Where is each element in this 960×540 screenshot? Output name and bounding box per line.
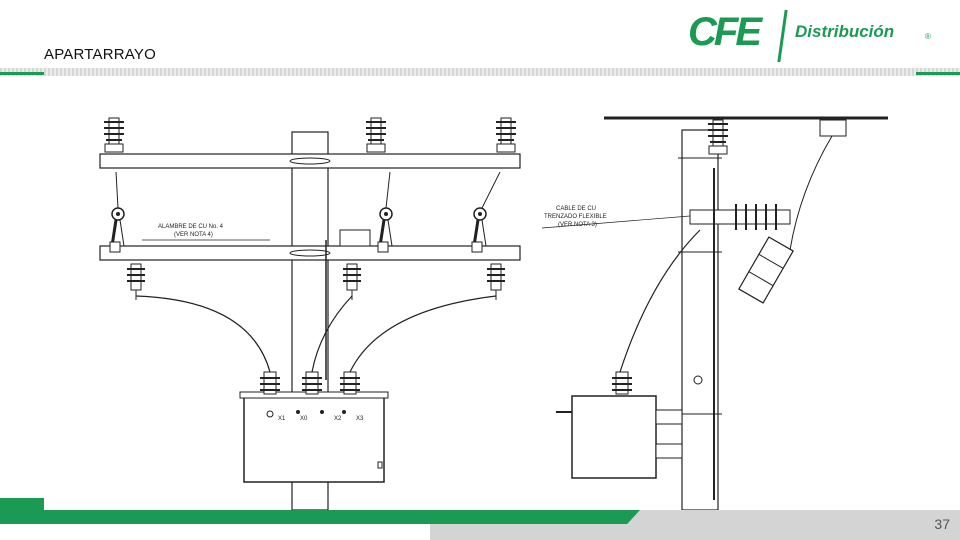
surge-arrester-icon [126,263,146,301]
page-number: 37 [934,516,950,532]
upper-crossarm [99,153,521,169]
footer-band-green [0,510,640,524]
transformer-bushing-icon [302,371,322,395]
bushing-label: X2 [334,416,342,422]
callout-label: CABLE DE CU [556,206,596,212]
fuse-cutout-icon [376,206,394,254]
logo-brand: CFE [688,10,762,54]
transformer-tank [571,395,657,479]
surge-arrester-icon [342,263,362,301]
pin-insulator-icon [707,119,729,155]
fuse-cutout-icon [470,206,488,254]
fuse-cutout-icon [738,236,794,304]
transformer-tank [243,395,385,483]
logo-division: Distribución [795,22,895,41]
surge-arrester-icon [486,263,506,301]
pin-insulator-icon [365,117,387,153]
logo-registered-mark: ® [925,32,931,41]
bushing-label: X1 [278,416,286,422]
slide-title: APARTARRAYO [44,46,156,63]
header-accent-right [916,72,960,75]
header-accent-left [0,72,44,75]
fuse-cutout-icon [108,206,126,254]
right-pole [681,129,719,511]
pin-insulator-icon [103,117,125,153]
left-pole-assembly: X1 X0 X2 X3 ALAMBRE DE CU No. 4 (VER NOT… [99,117,521,516]
right-pole-assembly: CABLE DE CU TRENZADO FLEXIBLE (VER NOTA … [541,116,888,516]
footer-accent-left [0,498,44,510]
transformer-bushing-icon [260,371,280,395]
bushing-label: X0 [300,416,308,422]
callout-label: ALAMBRE DE CU No. 4 [158,224,224,230]
bushing-label: X3 [356,416,364,422]
callout-label: (VER NOTA 3) [558,222,597,228]
transformer-bushing-icon [612,371,632,395]
callout-label: TRENZADO FLEXIBLE [544,214,607,220]
callout-label: (VER NOTA 4) [174,232,213,238]
lower-crossarm [99,245,521,261]
header-rule [0,68,960,76]
pin-insulator-icon [495,117,517,153]
transformer-bushing-icon [340,371,360,395]
